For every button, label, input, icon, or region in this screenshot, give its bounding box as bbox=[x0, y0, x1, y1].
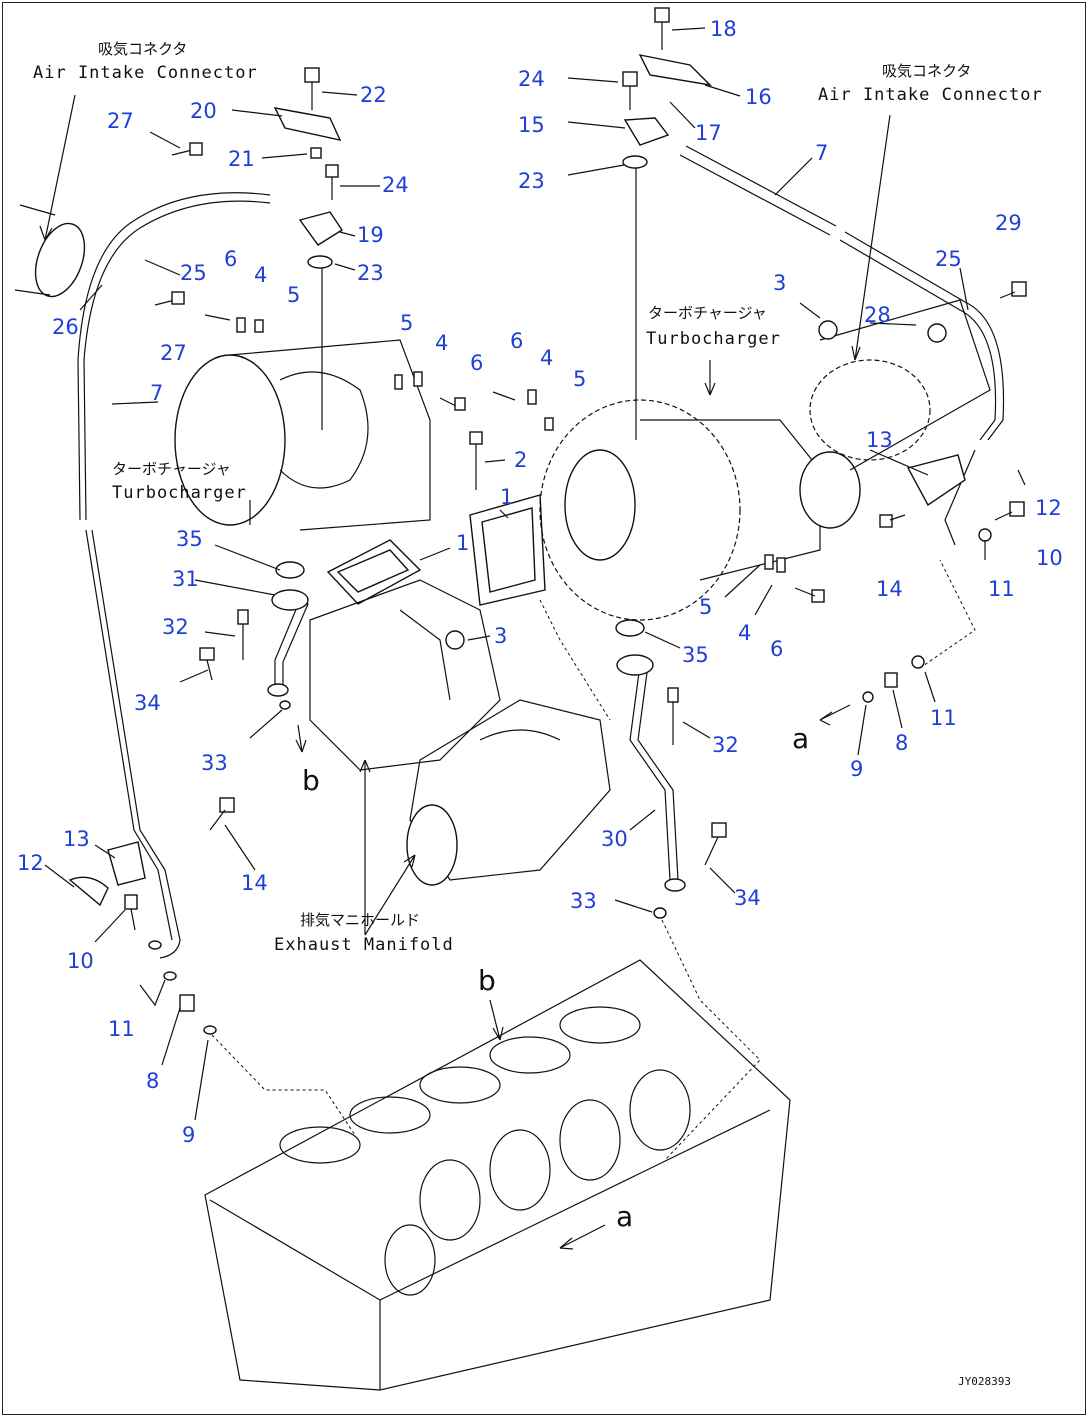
callout-8: 8 bbox=[146, 1069, 159, 1093]
caption-turbo-right-jp: ターボチャージャ bbox=[648, 304, 767, 322]
callout-8: 8 bbox=[895, 731, 908, 755]
callout-4: 4 bbox=[435, 331, 448, 355]
callout-20: 20 bbox=[190, 99, 217, 123]
callout-numbers: 18 24 16 15 17 23 7 22 20 27 21 24 19 23… bbox=[17, 17, 1063, 1147]
caption-manifold-jp: 排気マニホールド bbox=[300, 911, 420, 929]
callout-17: 17 bbox=[695, 121, 722, 145]
callout-27: 27 bbox=[160, 341, 187, 365]
right-turbocharger bbox=[539, 299, 991, 621]
small-parts bbox=[68, 7, 1027, 1035]
callout-35: 35 bbox=[682, 643, 709, 667]
left-turbocharger bbox=[174, 339, 431, 531]
captions: 吸気コネクタ Air Intake Connector 吸気コネクタ Air I… bbox=[33, 40, 1043, 1388]
callout-6: 6 bbox=[470, 351, 483, 375]
callout-34: 34 bbox=[734, 886, 761, 910]
callout-5: 5 bbox=[287, 283, 300, 307]
callout-2: 2 bbox=[514, 448, 527, 472]
dash-33-to-block bbox=[661, 919, 761, 1161]
callout-13: 13 bbox=[866, 428, 893, 452]
caption-air-intake-right-en: Air Intake Connector bbox=[818, 85, 1043, 105]
document-id: JY028393 bbox=[958, 1375, 1011, 1388]
dash-9-to-block bbox=[211, 1034, 356, 1136]
callout-26: 26 bbox=[52, 315, 79, 339]
callout-1: 1 bbox=[500, 485, 513, 509]
oil-pipe-30 bbox=[629, 664, 671, 881]
callout-6: 6 bbox=[224, 247, 237, 271]
callout-14: 14 bbox=[876, 577, 903, 601]
callout-25: 25 bbox=[935, 247, 962, 271]
cylinder-block bbox=[204, 959, 791, 1391]
callout-24: 24 bbox=[518, 67, 545, 91]
callout-4: 4 bbox=[254, 263, 267, 287]
callout-5: 5 bbox=[400, 311, 413, 335]
callout-7: 7 bbox=[150, 381, 163, 405]
callout-16: 16 bbox=[745, 85, 772, 109]
callout-21: 21 bbox=[228, 147, 255, 171]
callout-5: 5 bbox=[573, 367, 586, 391]
callout-27: 27 bbox=[107, 109, 134, 133]
callout-19: 19 bbox=[357, 223, 384, 247]
caption-turbo-left-en: Turbocharger bbox=[112, 483, 247, 503]
callout-4: 4 bbox=[540, 346, 553, 370]
line-art bbox=[14, 7, 1027, 1391]
callout-6: 6 bbox=[770, 637, 783, 661]
callout-6: 6 bbox=[510, 329, 523, 353]
callout-24: 24 bbox=[382, 173, 409, 197]
callout-23: 23 bbox=[357, 261, 384, 285]
callout-9: 9 bbox=[182, 1123, 195, 1147]
dash-11-to-8 bbox=[919, 559, 976, 669]
callout-10: 10 bbox=[1036, 546, 1063, 570]
callout-35: 35 bbox=[176, 527, 203, 551]
callout-15: 15 bbox=[518, 113, 545, 137]
callout-11: 11 bbox=[988, 577, 1015, 601]
callout-3: 3 bbox=[773, 271, 786, 295]
callout-7: 7 bbox=[815, 141, 828, 165]
left-intake-pipe bbox=[77, 192, 271, 521]
ref-letter-b-left: b bbox=[302, 764, 320, 797]
callout-32: 32 bbox=[162, 615, 189, 639]
callout-5: 5 bbox=[699, 595, 712, 619]
callout-18: 18 bbox=[710, 17, 737, 41]
caption-manifold-en: Exhaust Manifold bbox=[274, 935, 454, 955]
callout-34: 34 bbox=[134, 691, 161, 715]
callout-31: 31 bbox=[172, 567, 199, 591]
caption-turbo-right-en: Turbocharger bbox=[646, 329, 781, 349]
callout-32: 32 bbox=[712, 733, 739, 757]
caption-turbo-left-jp: ターボチャージャ bbox=[112, 460, 231, 478]
callout-25: 25 bbox=[180, 261, 207, 285]
callout-22: 22 bbox=[360, 83, 387, 107]
exhaust-manifold bbox=[309, 579, 611, 886]
callout-3: 3 bbox=[494, 624, 507, 648]
callout-33: 33 bbox=[570, 889, 597, 913]
callout-29: 29 bbox=[995, 211, 1022, 235]
callout-1: 1 bbox=[456, 531, 469, 555]
caption-air-intake-right-jp: 吸気コネクタ bbox=[882, 62, 971, 80]
callout-11: 11 bbox=[108, 1017, 135, 1041]
callout-28: 28 bbox=[864, 303, 891, 327]
callout-12: 12 bbox=[17, 851, 44, 875]
callout-10: 10 bbox=[67, 949, 94, 973]
ref-letter-a-bottom: a bbox=[616, 1200, 633, 1233]
callout-12: 12 bbox=[1035, 496, 1062, 520]
callout-33: 33 bbox=[201, 751, 228, 775]
ref-letter-a-right: a bbox=[792, 722, 809, 755]
callout-30: 30 bbox=[601, 827, 628, 851]
callout-9: 9 bbox=[850, 757, 863, 781]
callout-11: 11 bbox=[930, 706, 957, 730]
callout-23: 23 bbox=[518, 169, 545, 193]
ref-letter-b-bottom: b bbox=[478, 964, 496, 997]
callout-14: 14 bbox=[241, 871, 268, 895]
right-intake-pipe bbox=[679, 154, 831, 236]
caption-air-intake-left-en: Air Intake Connector bbox=[33, 63, 258, 83]
left-air-intake-connector bbox=[14, 204, 86, 298]
callout-4: 4 bbox=[738, 621, 751, 645]
callout-13: 13 bbox=[63, 827, 90, 851]
caption-air-intake-left-jp: 吸気コネクタ bbox=[98, 40, 187, 58]
leader-lines bbox=[39, 27, 1026, 1250]
